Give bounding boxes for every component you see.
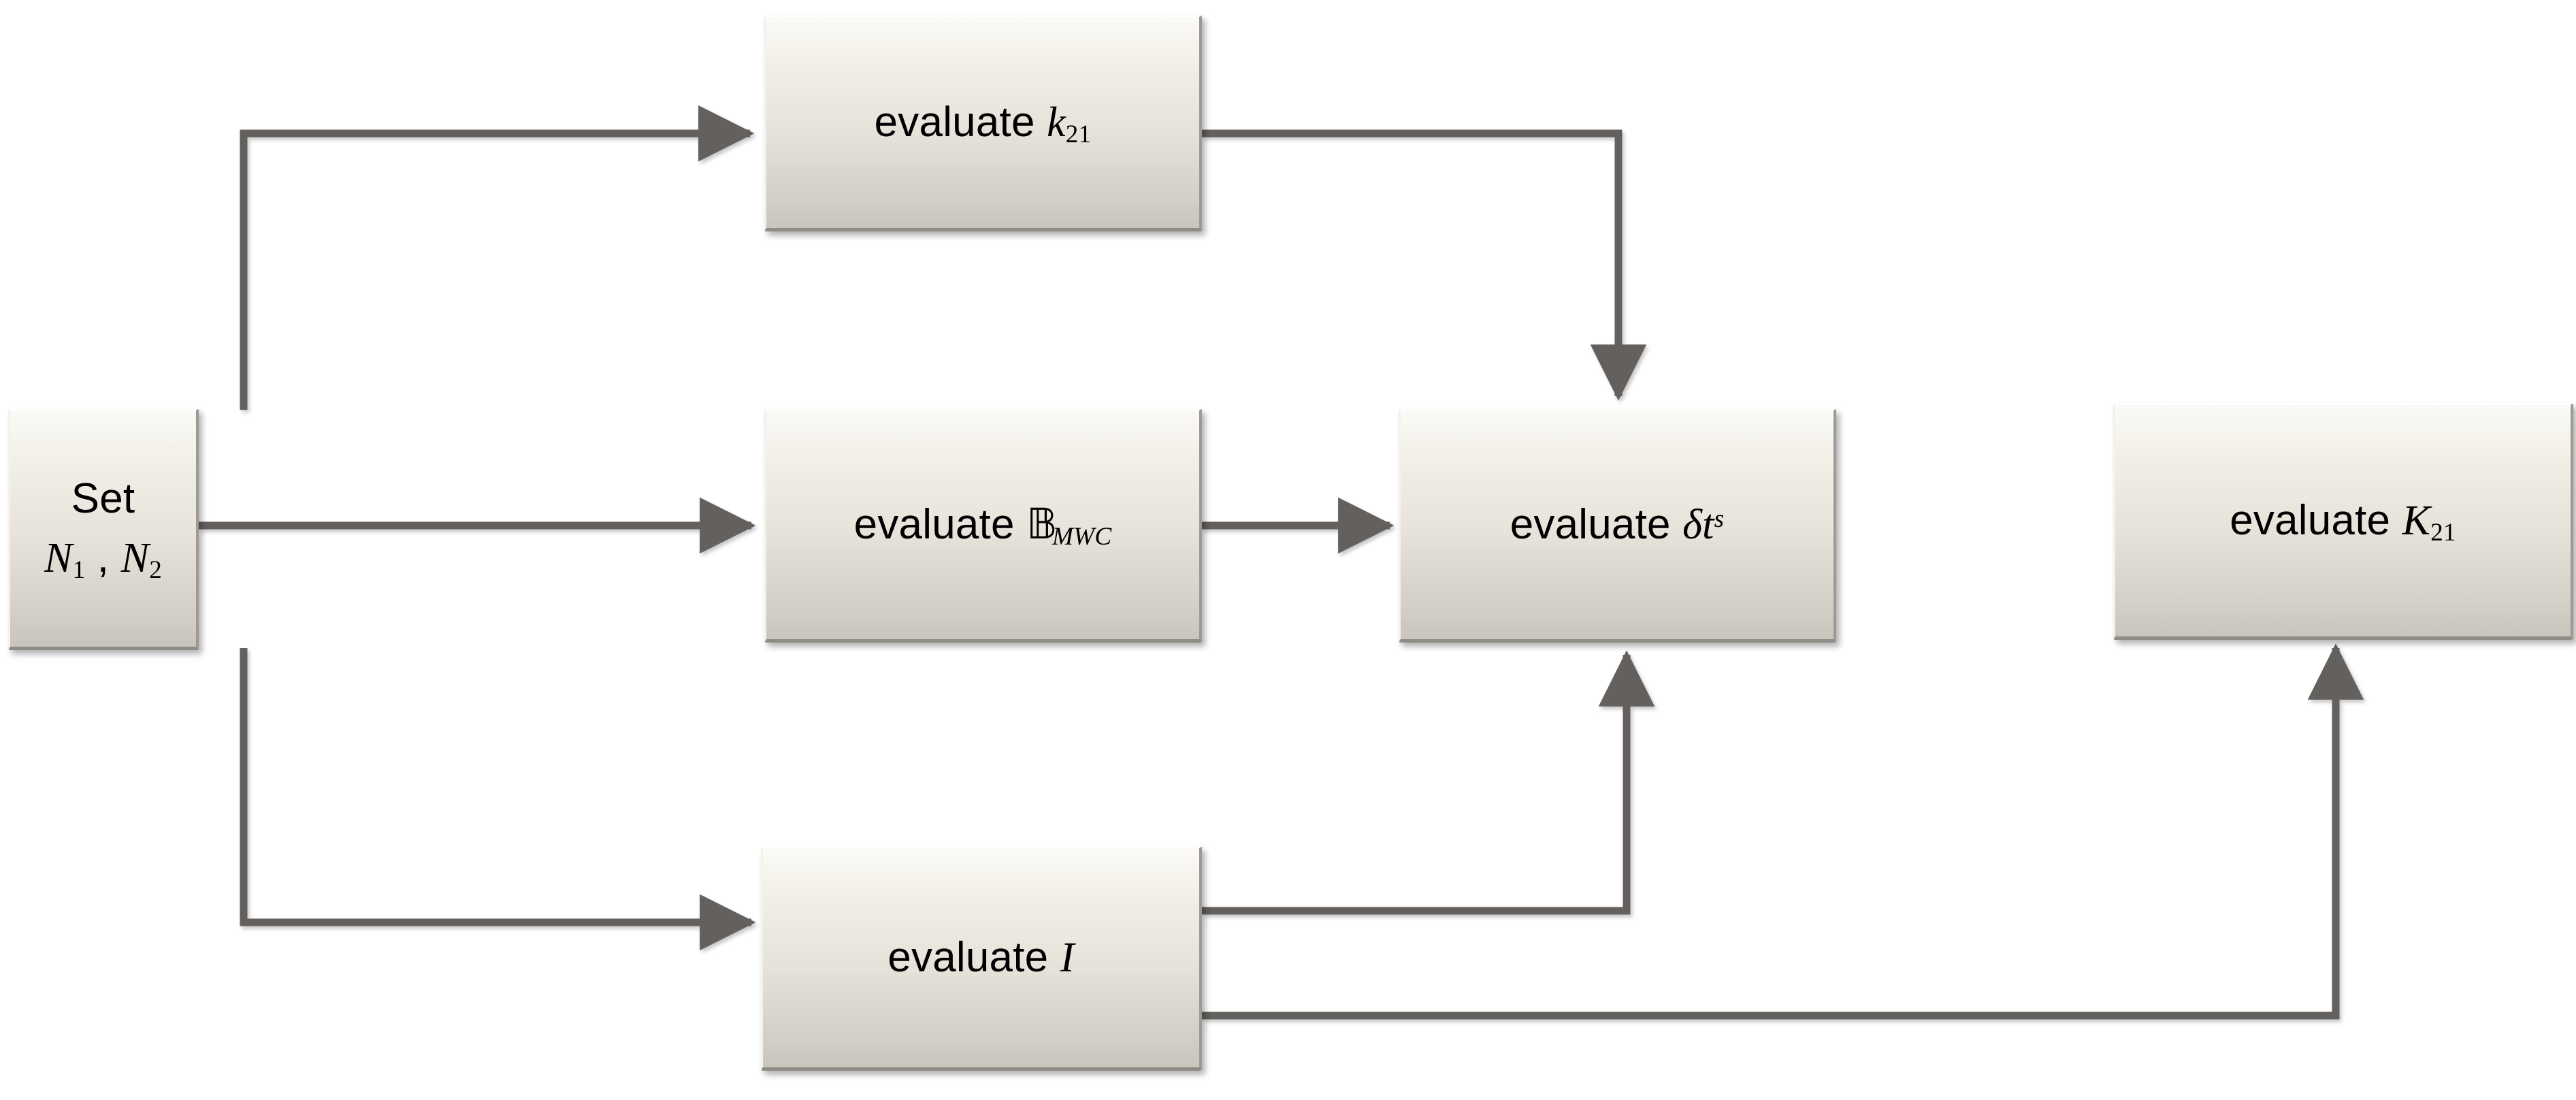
evaluate-i-label: evaluate I (887, 933, 1075, 981)
set-node[interactable]: Set N1 , N2 (8, 408, 199, 650)
edge-k21-to-delta-ts (1202, 129, 1647, 401)
set-node-line1: Set (71, 474, 135, 522)
evaluate-i-node[interactable]: evaluate I (761, 846, 1202, 1071)
evaluate-k21-node[interactable]: evaluate k21 (764, 15, 1202, 231)
edge-set-to-k21 (240, 105, 755, 410)
evaluate-delta-ts-label: evaluate δts (1510, 500, 1725, 548)
edge-set-to-i (240, 648, 756, 951)
evaluate-K21-label: evaluate K21 (2230, 496, 2456, 547)
set-node-line2: N1 , N2 (44, 534, 162, 584)
evaluate-b-mwc-node[interactable]: evaluate 𝔹MWC (764, 408, 1202, 643)
evaluate-k21-label: evaluate k21 (874, 98, 1092, 148)
edge-i-to-K21 (1202, 643, 2364, 1020)
evaluate-b-mwc-label: evaluate 𝔹MWC (853, 500, 1112, 551)
edge-i-to-delta-ts (1202, 650, 1655, 915)
evaluate-K21-node[interactable]: evaluate K21 (2113, 403, 2573, 640)
evaluate-delta-ts-node[interactable]: evaluate δts (1399, 408, 1836, 643)
